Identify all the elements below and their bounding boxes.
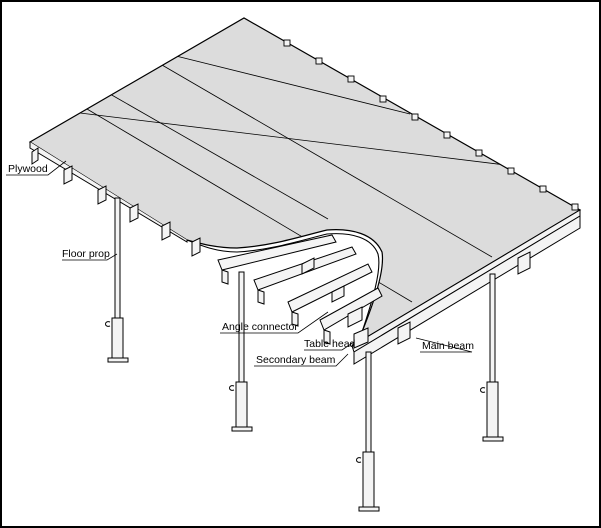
leader-lines <box>6 160 473 367</box>
plywood-top-surface <box>28 17 582 347</box>
floor-prop-label: Floor prop <box>62 248 110 260</box>
floor-prop-left-front <box>105 197 129 363</box>
secondary-beam-ends-back <box>283 39 579 211</box>
secondary-beam-label: Secondary beam <box>256 354 336 366</box>
secondary-beam-leader <box>254 353 349 367</box>
table-head <box>353 327 369 349</box>
floor-prop-front <box>356 351 380 512</box>
table-head-leader <box>304 341 355 351</box>
floor-prop-middle <box>229 271 253 432</box>
floor-prop-right <box>480 273 504 442</box>
table-head-label: Table head <box>304 338 356 350</box>
angle-connector <box>301 257 363 328</box>
plywood-deck <box>28 17 582 353</box>
plywood-label: Plywood <box>8 163 48 175</box>
angle-connector-leader <box>220 311 329 334</box>
floor-prop-leader <box>62 253 118 261</box>
angle-connector-label: Angle connector <box>222 321 298 333</box>
main-beam-leader <box>415 337 473 353</box>
main-beam-left <box>31 147 201 257</box>
labels: Plywood Floor prop Angle connector Table… <box>8 163 474 366</box>
secondary-beams-exposed <box>217 234 383 345</box>
plywood-leader <box>6 160 67 176</box>
plywood-panel-joints <box>79 55 523 303</box>
main-beam <box>353 215 581 365</box>
plywood-cut-edge <box>186 233 380 333</box>
main-beam-label: Main beam <box>422 340 474 352</box>
